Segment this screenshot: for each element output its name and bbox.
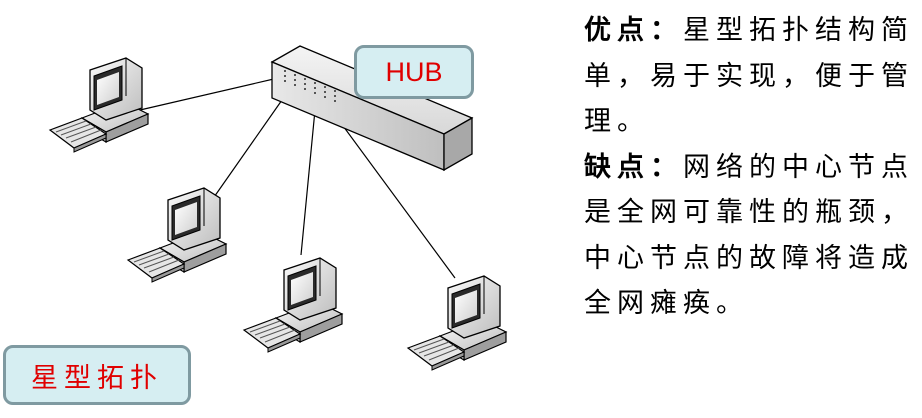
- link-line: [139, 77, 279, 111]
- computer-icon: [243, 257, 343, 353]
- computer-icon: [127, 187, 227, 283]
- computer-icon: [407, 275, 507, 371]
- hub-label: HUB: [354, 45, 474, 99]
- advantage-paragraph: 优点：星型拓扑结构简单，易于实现，便于管理。: [584, 8, 914, 145]
- advantage-text: 星型拓扑结构简单，易于实现，便于管理。: [584, 15, 914, 137]
- computer-icon: [49, 57, 149, 153]
- disadvantage-heading: 缺点：: [584, 151, 683, 183]
- link-line: [300, 109, 316, 256]
- link-line: [334, 114, 456, 279]
- disadvantage-text: 网络的中心节点是全网可靠性的瓶颈，中心节点的故障将造成全网瘫痪。: [584, 151, 914, 320]
- diagram-caption: 星型拓扑: [3, 345, 191, 405]
- advantage-heading: 优点：: [584, 15, 683, 46]
- description-panel: 优点：星型拓扑结构简单，易于实现，便于管理。 缺点：网络的中心节点是全网可靠性的…: [584, 8, 914, 327]
- link-line: [211, 99, 283, 201]
- disadvantage-paragraph: 缺点：网络的中心节点是全网可靠性的瓶颈，中心节点的故障将造成全网瘫痪。: [584, 145, 914, 327]
